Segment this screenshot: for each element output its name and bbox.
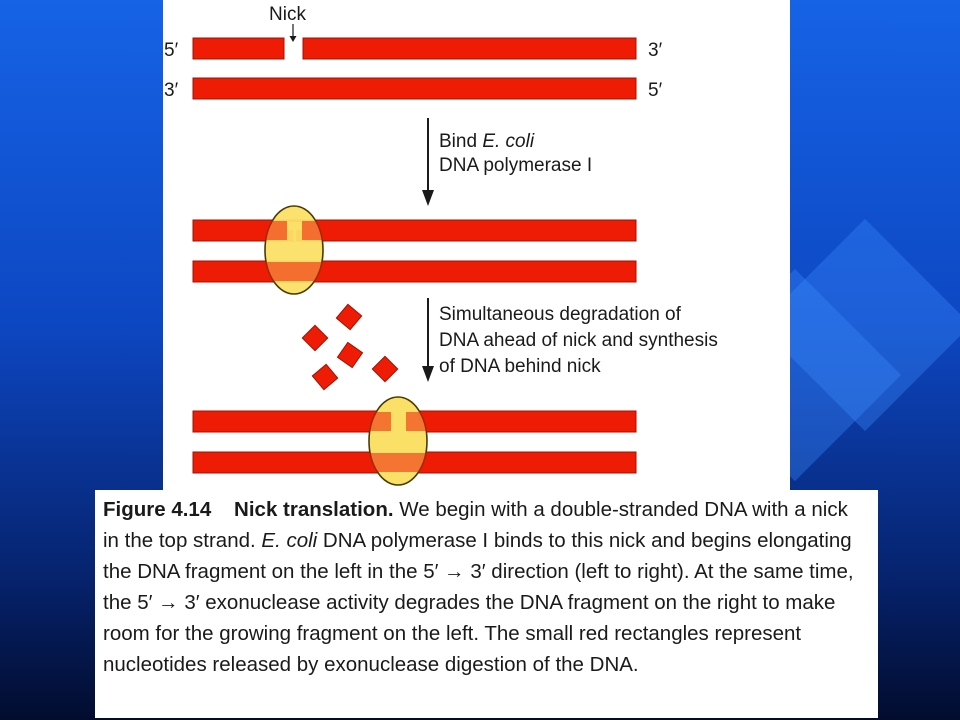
step2-line1: Simultaneous degradation of [439, 304, 682, 325]
top-strand-ahead-polymerase [406, 412, 427, 431]
translated-nick-dna [192, 396, 637, 486]
step1-arrow-head [422, 190, 434, 206]
step1-line2: DNA polymerase I [439, 155, 592, 176]
step1-line1-italic: E. coli [482, 131, 535, 152]
bottom-strand [192, 77, 637, 100]
top-strand-left-fragment [192, 37, 285, 60]
released-nucleotides [301, 303, 399, 391]
top-strand-ahead-polymerase [302, 221, 323, 240]
bottom-strand-under-polymerase [265, 262, 323, 281]
figure-title: Nick translation. [234, 498, 394, 521]
nick-translation-diagram: Nick 5′ 3′ 3′ 5′ Bind E. coli DNA polyme… [164, 4, 723, 486]
nick-notch [287, 222, 302, 241]
nucleotide [371, 355, 399, 383]
figure-label: Figure 4.14 [103, 498, 212, 521]
step2-line2: DNA ahead of nick and synthesis [439, 330, 718, 351]
nucleotide [311, 363, 339, 391]
polymerase-bound-dna [192, 205, 637, 295]
nucleotide [301, 324, 329, 352]
step1-label: Bind E. coli DNA polymerase I [439, 131, 592, 176]
top-strand-left [192, 219, 637, 242]
nucleotide [335, 303, 363, 331]
step2-arrow-head [422, 366, 434, 382]
caption-part1: We begin with a double-stranded DNA with… [103, 498, 848, 552]
top-right-end-label: 3′ [648, 40, 663, 61]
bottom-left-end-label: 3′ [164, 80, 179, 101]
top-left-end-label: 5′ [164, 40, 179, 61]
nucleotide [336, 341, 364, 369]
top-strand-right-fragment [302, 37, 637, 60]
step2-label: Simultaneous degradation of DNA ahead of… [439, 304, 723, 377]
step1-line1-prefix: Bind [439, 131, 482, 152]
bottom-strand-under-polymerase [369, 453, 427, 472]
top-strand-behind-polymerase [369, 412, 391, 431]
nicked-dna: Nick 5′ 3′ 3′ 5′ [164, 4, 663, 101]
caption-part2: DNA polymerase I binds to this nick and … [103, 529, 854, 676]
top-strand-behind-polymerase [265, 221, 287, 240]
nick-label: Nick [269, 4, 306, 25]
nick-arrow-head [289, 36, 297, 42]
step1: Bind E. coli DNA polymerase I [422, 118, 592, 206]
figure-caption: Figure 4.14 Nick translation. We begin w… [103, 494, 866, 680]
step2-line3: of DNA behind nick [439, 356, 601, 377]
bottom-strand [192, 260, 637, 283]
caption-italic: E. coli [261, 529, 318, 552]
figure-panel: Nick 5′ 3′ 3′ 5′ Bind E. coli DNA polyme… [163, 0, 790, 490]
bottom-right-end-label: 5′ [648, 80, 663, 101]
step2: Simultaneous degradation of DNA ahead of… [422, 298, 723, 382]
nick-notch [391, 413, 406, 432]
figure-caption-panel: Figure 4.14 Nick translation. We begin w… [95, 490, 878, 718]
